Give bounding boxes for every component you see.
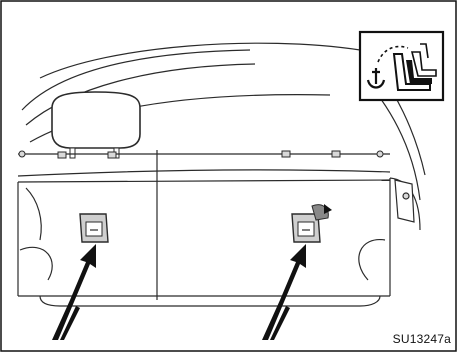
figure-code-label: SU13247a [393,333,451,345]
child-seat-top-tether-anchor-icon [360,32,443,100]
headrest [52,92,140,158]
left-lower-anchor [80,214,108,242]
